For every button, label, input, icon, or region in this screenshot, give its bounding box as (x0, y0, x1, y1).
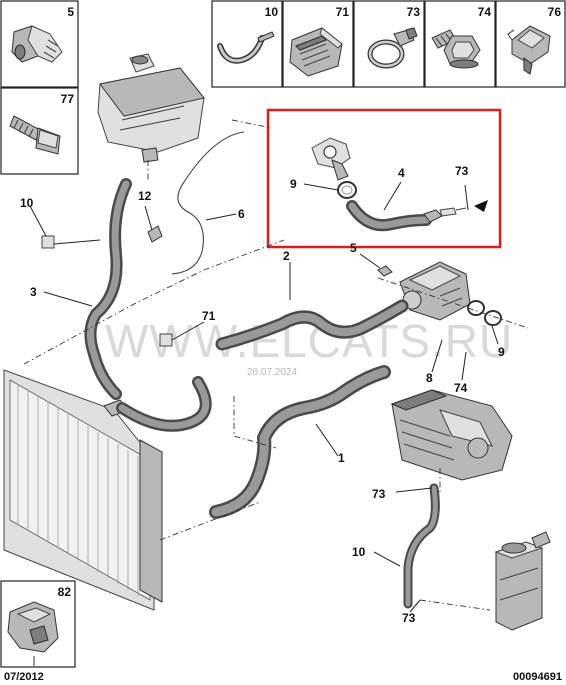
inset-hose-4[interactable] (311, 137, 467, 232)
egr-cooler[interactable] (390, 389, 513, 481)
label-3: 3 (30, 285, 37, 299)
label-9-inset: 9 (290, 177, 297, 191)
pipe-6[interactable] (171, 131, 245, 275)
thumb-label-82: 82 (58, 585, 72, 599)
inset-arrow-icon (474, 200, 488, 212)
thumb-box-10[interactable] (211, 0, 283, 88)
date-code: 07/2012 (4, 671, 44, 683)
thumb-label-71: 71 (336, 5, 350, 19)
clamp-block-icon (289, 27, 343, 77)
thumb-label-73: 73 (407, 5, 421, 19)
thumb-label-76: 76 (548, 5, 562, 19)
label-12: 12 (138, 189, 152, 203)
sensor-5[interactable] (377, 265, 393, 277)
clip-71-square[interactable] (159, 333, 173, 347)
label-9: 9 (498, 345, 505, 359)
oil-cooler[interactable] (494, 531, 551, 631)
label-73-inset: 73 (455, 164, 469, 178)
part-thumbnails: 5 77 10 71 (0, 0, 566, 175)
label-10-lower: 10 (352, 545, 366, 559)
label-10: 10 (20, 196, 34, 210)
hose-clip-icon (217, 31, 275, 64)
flange-bolt-icon (431, 29, 481, 69)
water-outlet-housing[interactable] (399, 261, 471, 321)
connector-12[interactable] (147, 225, 163, 243)
label-6: 6 (238, 207, 245, 221)
bolt-icon (9, 115, 61, 155)
hose-1[interactable] (209, 365, 391, 519)
inset-seal-9[interactable] (337, 181, 357, 199)
bracket-icon (7, 601, 59, 666)
highlight-frame (266, 108, 502, 249)
seal-9[interactable] (467, 300, 502, 326)
label-2: 2 (283, 249, 290, 263)
label-73-mid: 73 (372, 487, 386, 501)
label-1: 1 (338, 451, 345, 465)
thumb-label-77: 77 (61, 92, 75, 106)
expansion-tank[interactable] (97, 53, 205, 163)
clip-10-square[interactable] (41, 235, 55, 249)
label-5: 5 (350, 241, 357, 255)
watermark-date: 26.07.2024 (247, 367, 297, 378)
thumb-label-5: 5 (67, 5, 74, 19)
label-71: 71 (202, 309, 216, 323)
thumb-label-10: 10 (265, 5, 279, 19)
drawing-id: 00094691 (513, 671, 562, 683)
thumb-label-74: 74 (478, 5, 492, 19)
label-4: 4 (398, 166, 405, 180)
label-8: 8 (426, 371, 433, 385)
quick-connector-icon (11, 25, 63, 63)
label-74: 74 (454, 381, 468, 395)
worm-clamp-icon (367, 27, 418, 69)
label-73-low: 73 (402, 611, 416, 625)
radiator[interactable] (3, 369, 163, 611)
push-clip-icon (507, 25, 551, 75)
